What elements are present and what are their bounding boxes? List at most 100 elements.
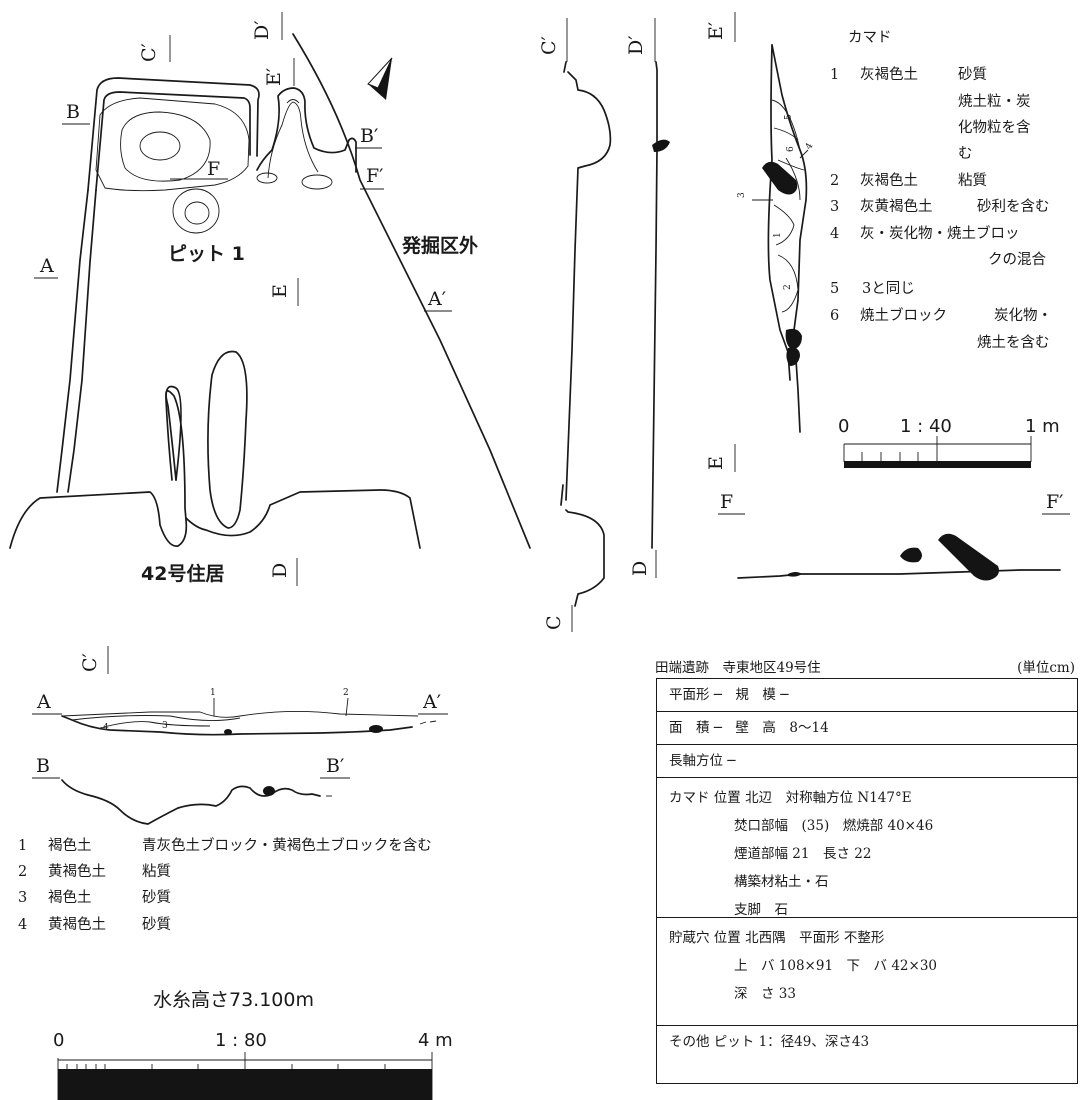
kamado-outline	[256, 87, 357, 173]
kamado-legend-3-no: 3	[830, 199, 839, 215]
label-F-prime-sec: F′	[1046, 491, 1064, 513]
north-arrow-outline	[367, 57, 393, 89]
section-D-profile	[651, 61, 658, 549]
section-E-layer-a	[771, 99, 801, 151]
kamado-legend-6-no: 6	[830, 308, 839, 324]
section-A-cont-2	[429, 720, 437, 723]
label-A-prime: A′	[427, 288, 446, 310]
house-42-outline	[9, 389, 188, 549]
section-E-stone-lower-1	[785, 328, 802, 350]
table-title-text: 田端遺跡 寺東地区49号住	[655, 660, 821, 676]
section-A-layer-num-2: 2	[343, 688, 349, 698]
section-A-layer-1	[71, 715, 241, 722]
table-kamado-text-1: 位置 北辺 対称軸方位 N147°E	[713, 790, 912, 806]
kamado-legend-6-line-2: 焼土を含む	[977, 334, 1050, 351]
plan-north-wall	[87, 77, 260, 191]
section-E-layer-1: 1	[773, 232, 783, 238]
section-E-inner	[767, 44, 791, 381]
label-A-sec: A	[36, 691, 51, 713]
scale-main-left: 0	[53, 1030, 64, 1051]
kamado-legend-3-line-1: 砂利を含む	[977, 198, 1050, 215]
kamado-stone-left	[256, 172, 278, 184]
section-F-profile	[737, 569, 1061, 579]
section-E-layer-d	[773, 204, 795, 246]
main-legend-4-desc: 砂質	[142, 915, 171, 933]
table-kamado-text-3: 煙道部幅 21 長さ 22	[734, 846, 872, 862]
kamado-legend-1-line-2: 焼土粒・炭	[958, 93, 1031, 110]
section-E-layer-c	[777, 159, 805, 171]
section-A-surface	[61, 710, 419, 718]
house-42-lobe-2	[207, 350, 248, 529]
section-F-stone-small	[788, 572, 802, 577]
label-B-prime: B′	[360, 125, 378, 147]
label-B-prime-sec: B′	[326, 755, 344, 777]
house-data-table: 平面形 ─ 規 模 ─ 面 積 ─ 壁 高 8～14 長軸方位 ─ カマド 位置…	[656, 678, 1078, 1084]
table-row-axis: 長軸方位 ─	[657, 745, 1077, 778]
scale-bar-main: 水糸高さ73.100m 0 1 : 80 4 m	[53, 989, 453, 1100]
scale-main-bar	[58, 1069, 432, 1100]
pit-1-outer	[172, 188, 220, 234]
label-D-plan: D	[269, 563, 291, 578]
section-A-layer-num-1: 1	[210, 688, 216, 698]
kamado-legend: カマド 1 灰褐色土 砂質 焼土粒・炭 化物粒を含 む 2 灰褐色土 粘質 3 …	[830, 30, 1052, 351]
label-C-prime-sec: C′	[538, 36, 560, 55]
plan-west-wall	[56, 189, 89, 493]
section-E-layer-f	[785, 157, 801, 201]
label-C-prime-lower: C′	[79, 653, 101, 672]
kamado-stone-right	[301, 174, 333, 190]
main-legend-2-no: 2	[18, 864, 27, 880]
label-A: A	[39, 255, 54, 277]
section-A-layer-num-4: 4	[103, 723, 109, 733]
main-legend-1-soil: 褐色土	[48, 837, 92, 854]
house-42-edge	[185, 489, 421, 549]
table-kamado-text-2: 焚口部幅 (35) 燃焼部 40×46	[734, 818, 934, 834]
section-D-stone	[652, 139, 670, 152]
plan-view: A A′ B B′ F F′ C′ D′ E′ E D ピット 1 発掘区外 4…	[9, 12, 531, 586]
label-F: F	[207, 158, 220, 180]
table-row-kamado: カマド 位置 北辺 対称軸方位 N147°E 焚口部幅 (35) 燃焼部 40×…	[657, 778, 1077, 918]
kamado-legend-title: カマド	[848, 30, 892, 46]
section-C-D: C′ C D′ D	[538, 18, 670, 632]
label-B-sec: B	[36, 755, 50, 777]
section-E-layer-5: 5	[784, 114, 794, 120]
label-D-sec: D	[629, 561, 651, 576]
main-legend-3-soil: 褐色土	[48, 889, 92, 906]
scale-kamado-left: 0	[838, 416, 849, 437]
section-E-layer-e	[777, 254, 799, 313]
kamado-legend-5-no: 5	[830, 281, 839, 297]
table-kamado-line-1: カマド 位置 北辺 対称軸方位 N147°E	[669, 784, 1077, 812]
label-F-sec: F	[720, 491, 733, 513]
label-E-prime-sec: E′	[705, 22, 727, 40]
label-E-prime-plan: E′	[263, 68, 285, 86]
section-A-B: C′ A A′ 1 2 3 4 B B′	[32, 646, 448, 825]
label-E-sec: E	[705, 456, 727, 470]
kamado-legend-6-line-1: 炭化物・	[994, 307, 1052, 324]
section-F-stone-large	[938, 533, 999, 581]
kamado-legend-4-no: 4	[830, 226, 839, 242]
section-E-layer-4: 4	[804, 141, 816, 151]
section-E-layer-2: 2	[783, 284, 793, 290]
storage-pit-inner	[120, 111, 211, 182]
table-row-area: 面 積 ─ 壁 高 8～14	[657, 712, 1077, 745]
main-legend-4-soil: 黄褐色土	[48, 916, 106, 933]
main-legend-4-no: 4	[18, 917, 27, 933]
section-A-leader-2	[345, 697, 349, 717]
section-E-stone-upper	[762, 161, 798, 195]
scale-kamado-mid: 1 : 40	[900, 416, 952, 437]
section-C-profile	[560, 61, 612, 607]
table-row-storage: 貯蔵穴 位置 北西隅 平面形 不整形 上 バ 108×91 下 バ 42×30 …	[657, 918, 1077, 1026]
main-legend-2-desc: 粘質	[142, 862, 171, 880]
section-A-layer-num-3: 3	[162, 721, 168, 731]
layer-4-leader	[799, 149, 809, 159]
pit-1-inner	[184, 201, 210, 225]
section-B-profile	[61, 779, 321, 825]
label-C-sec: C	[543, 615, 565, 630]
scale-kamado-right: 1 m	[1025, 416, 1060, 437]
kamado-legend-3-soil: 灰黄褐色土	[860, 198, 933, 215]
table-other-head: その他	[669, 1034, 710, 1050]
storage-pit-bottom	[139, 131, 181, 161]
section-E: E′ 1 2 3 4 5 6 E	[705, 12, 816, 472]
kamado-legend-1-line-3: 化物粒を含	[958, 119, 1031, 136]
section-E-stone-lower-2	[786, 347, 800, 366]
section-A-cont-1	[419, 721, 427, 725]
